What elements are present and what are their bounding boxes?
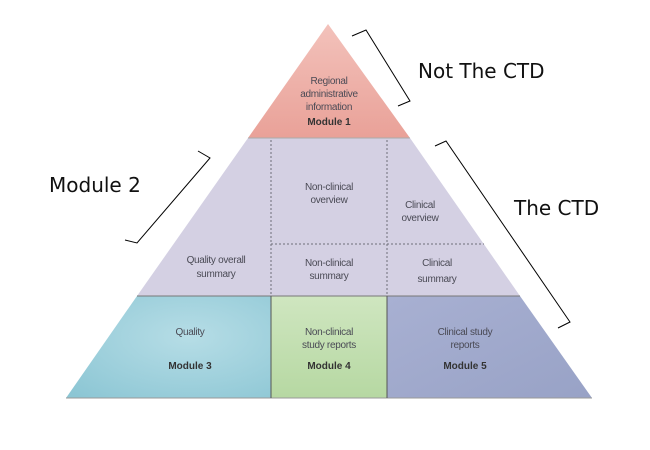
module5-label: Module 5	[443, 361, 487, 372]
module4-section	[271, 296, 387, 398]
brackets	[124, 29, 571, 329]
module1-label: Module 1	[307, 117, 351, 128]
the-ctd-bracket	[434, 140, 571, 329]
module3-section	[66, 296, 271, 398]
not-ctd-bracket	[351, 29, 411, 107]
module4-label: Module 4	[307, 361, 351, 372]
module5-section	[387, 296, 592, 398]
module3-text: Quality	[175, 327, 204, 338]
module3-label: Module 3	[168, 361, 212, 372]
module2-bracket	[124, 150, 211, 244]
module2-annotation: Module 2	[49, 173, 141, 197]
module2-section	[137, 138, 520, 296]
module1-section	[248, 24, 410, 138]
not-ctd-label: Not The CTD	[418, 59, 545, 83]
the-ctd-label: The CTD	[513, 196, 599, 220]
